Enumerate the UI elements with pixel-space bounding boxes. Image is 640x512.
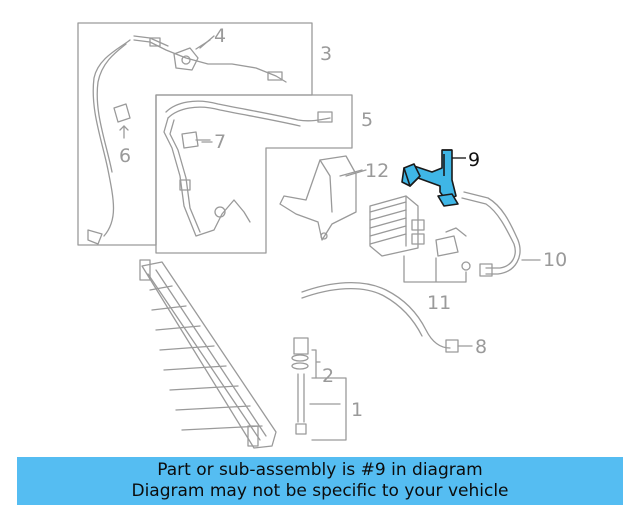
callout-7: 7 (214, 131, 226, 153)
callout-8: 8 (475, 336, 487, 358)
banner-line-2: Diagram may not be specific to your vehi… (131, 481, 509, 501)
fitting-part-7 (181, 131, 213, 149)
callout-9: 9 (468, 149, 480, 171)
callout-6: 6 (119, 145, 131, 167)
hose-part-5 (163, 100, 333, 237)
callout-2: 2 (322, 365, 334, 387)
callout-12: 12 (365, 160, 389, 182)
drier-parts-1-2 (291, 337, 347, 441)
condenser-part-1 (139, 259, 277, 449)
group-box-5 (155, 94, 353, 254)
bracket-part-12 (279, 155, 367, 241)
callout-4: 4 (214, 25, 226, 47)
banner-line-1: Part or sub-assembly is #9 in diagram (157, 460, 483, 480)
cooler-part-11 (369, 195, 471, 283)
callout-1: 1 (351, 399, 363, 421)
part-info-banner: Part or sub-assembly is #9 in diagram Di… (17, 457, 623, 505)
callout-10: 10 (543, 249, 567, 271)
hose-part-3 (87, 35, 287, 245)
valve-part-6 (113, 103, 131, 139)
callout-3: 3 (320, 43, 332, 65)
callout-5: 5 (361, 109, 373, 131)
callout-11: 11 (427, 292, 451, 314)
highlighted-pipe-part-9 (401, 149, 459, 207)
hose-part-10 (461, 191, 521, 277)
